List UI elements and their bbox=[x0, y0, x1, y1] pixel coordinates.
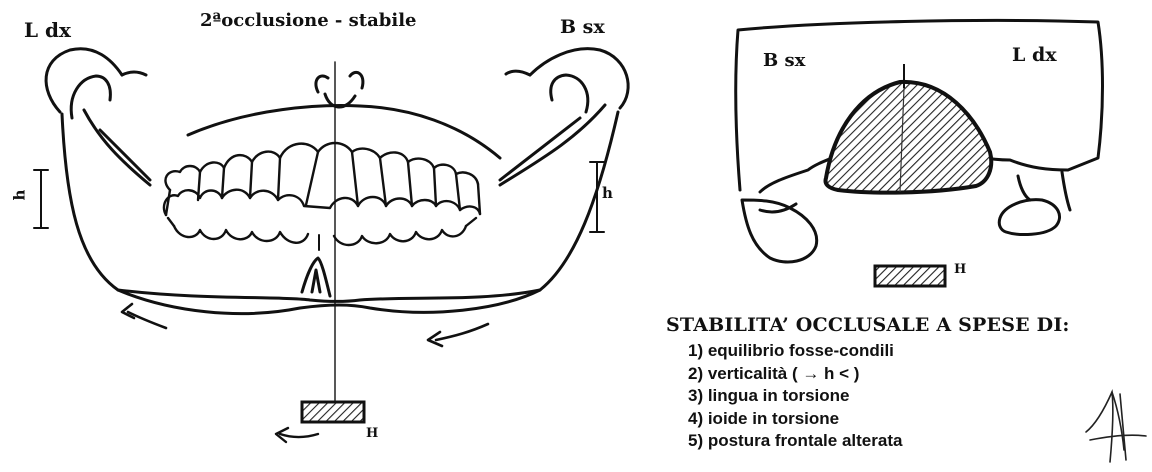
condyle-right bbox=[999, 200, 1059, 235]
list-item: 2) verticalità ( → h < ) bbox=[688, 363, 1070, 386]
arrow-right bbox=[428, 324, 488, 346]
height-label-left: h bbox=[10, 190, 28, 201]
list-item: 4) ioide in torsione bbox=[688, 408, 1070, 431]
mandible-body bbox=[62, 112, 618, 314]
tongue-hatched bbox=[826, 82, 992, 193]
mandible-drawing bbox=[34, 49, 628, 442]
height-label-bottom-left: H bbox=[366, 426, 378, 441]
label-b-sx-left: B sx bbox=[560, 16, 605, 38]
label-l-dx-left: L dx bbox=[24, 18, 71, 42]
upper-arch bbox=[188, 106, 500, 158]
arrow-bottom bbox=[276, 428, 318, 442]
list-items: 1) equilibrio fosse-condili 2) verticali… bbox=[688, 340, 1070, 453]
list-item: 5) postura frontale alterata bbox=[688, 430, 1070, 453]
label-l-dx-right: L dx bbox=[1012, 44, 1057, 66]
teeth-row bbox=[164, 143, 480, 245]
height-label-right: h bbox=[602, 184, 613, 202]
label-b-sx-right: B sx bbox=[763, 50, 805, 71]
height-label-bottom-right: H bbox=[954, 262, 966, 277]
hatched-block-right bbox=[875, 266, 945, 286]
list-item: 3) lingua in torsione bbox=[688, 385, 1070, 408]
condyle-left bbox=[742, 200, 817, 262]
hatched-block-left bbox=[302, 402, 364, 422]
height-bar-left bbox=[34, 170, 48, 228]
arrow-left bbox=[122, 304, 166, 328]
list-title: STABILITA’ OCCLUSALE A SPESE DI: bbox=[666, 314, 1070, 336]
diagram-title: 2ªocclusione - stabile bbox=[200, 10, 416, 31]
stability-list: STABILITA’ OCCLUSALE A SPESE DI: 1) equi… bbox=[666, 314, 1070, 453]
signature bbox=[1086, 392, 1146, 462]
list-item: 1) equilibrio fosse-condili bbox=[688, 340, 1070, 363]
